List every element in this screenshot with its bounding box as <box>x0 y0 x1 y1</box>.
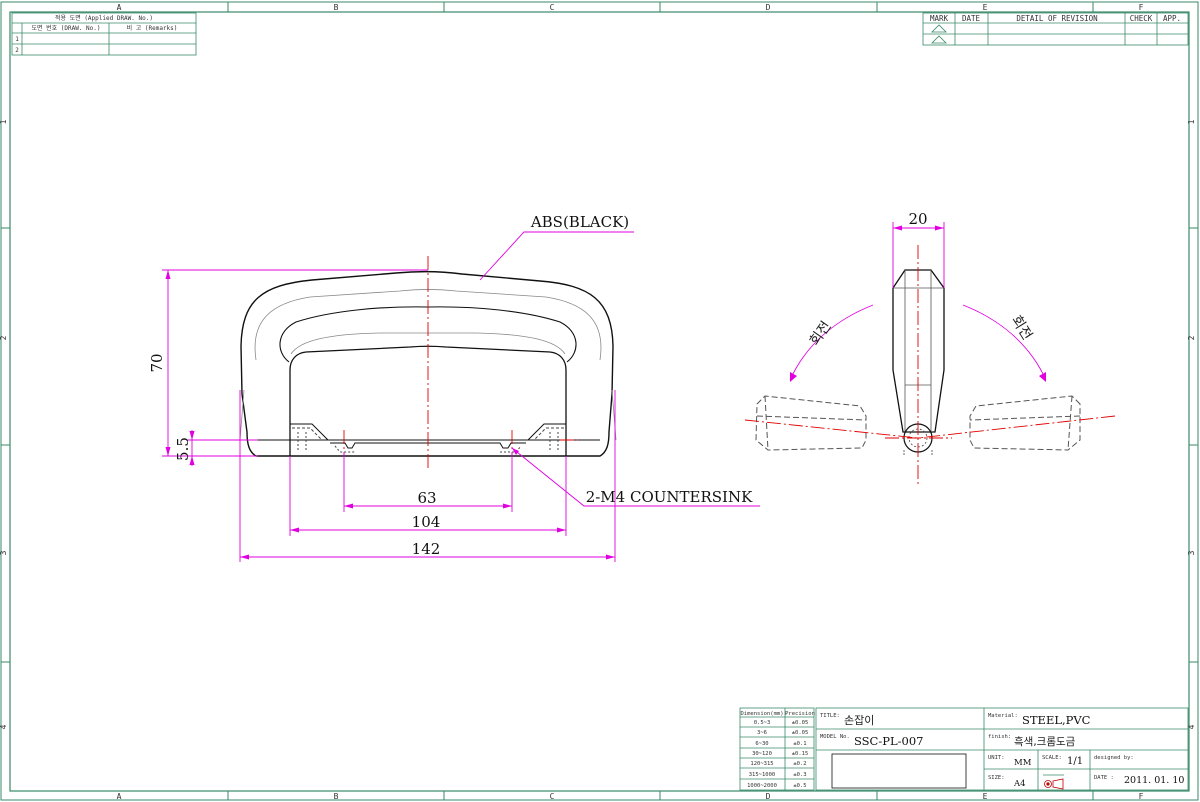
revision-header-app: APP. <box>1163 14 1181 23</box>
tolerance-value-2: ±0.05 <box>792 730 809 736</box>
tolerance-value-5: ±0.2 <box>793 761 806 767</box>
callout-material-abs: ABS(BLACK) <box>530 213 629 231</box>
tolerance-range-1: 0.5~3 <box>754 720 771 726</box>
dim-base-5-5: 5.5 <box>174 437 192 461</box>
title-block: TITLE: MODEL No. Material: finish: UNIT:… <box>815 707 1189 791</box>
tolerance-range-7: 1000~2000 <box>747 783 777 789</box>
scale-value: 1/1 <box>1067 756 1083 767</box>
row-label-3-left: 3 <box>0 550 8 555</box>
revision-table: MARK DATE DETAIL OF REVISION CHECK APP. <box>922 12 1189 46</box>
tolerance-value-3: ±0.1 <box>793 741 806 747</box>
row-label-3-right: 3 <box>1187 550 1196 555</box>
applied-table-col-remarks: 비 고 (Remarks) <box>127 24 178 32</box>
dim-side-width-20: 20 <box>908 210 927 228</box>
date-label: DATE : <box>1094 775 1114 781</box>
title-value: 손잡이 <box>844 714 874 727</box>
col-label-b-bottom: B <box>334 792 339 801</box>
unit-label: UNIT: <box>988 755 1005 761</box>
rotation-arc-left <box>789 304 874 381</box>
tolerance-range-5: 120~315 <box>750 761 773 767</box>
col-label-e-top: E <box>983 3 988 12</box>
revision-header-date: DATE <box>962 14 981 23</box>
finish-label: finish: <box>988 734 1011 740</box>
applied-table-row-2: 2 <box>15 47 19 54</box>
side-view-labels: 20 회전 회전 <box>807 210 1035 349</box>
front-view-dimensions <box>162 231 760 562</box>
callout-countersink: 2-M4 COUNTERSINK <box>586 488 753 506</box>
revision-header-detail: DETAIL OF REVISION <box>1016 14 1097 23</box>
tolerance-range-2: 3~6 <box>757 730 767 736</box>
revision-header-check: CHECK <box>1130 14 1153 23</box>
side-view-arrowheads <box>790 225 1046 382</box>
applied-drawing-table: 적용 도면 (Applied DRAW. No.) 도면 번호 (DRAW. N… <box>11 12 197 56</box>
frame-labels: A B C D E F A B C D E F 1 2 3 4 1 2 3 4 <box>0 3 1196 801</box>
side-view-phantom-left <box>755 395 867 451</box>
row-label-4-left: 4 <box>0 724 8 729</box>
title-label: TITLE: <box>820 713 840 719</box>
tolerance-range-4: 30~120 <box>752 751 772 757</box>
tolerance-value-4: ±0.15 <box>792 751 809 757</box>
col-label-f-bottom: F <box>1139 792 1144 801</box>
col-label-c-top: C <box>550 3 555 12</box>
dim-overall-width-142: 142 <box>412 540 441 558</box>
col-label-a-bottom: A <box>117 792 122 801</box>
callout-rotate-left: 회전 <box>807 319 835 349</box>
side-view-phantom-right <box>969 395 1081 451</box>
dim-height-70: 70 <box>148 353 166 372</box>
model-value: SSC-PL-007 <box>854 734 923 748</box>
row-label-4-right: 4 <box>1187 724 1196 729</box>
row-label-1-left: 1 <box>0 119 8 124</box>
projection-symbol-icon <box>1043 774 1064 790</box>
row-label-2-left: 2 <box>0 335 8 340</box>
col-label-d-bottom: D <box>766 792 771 801</box>
front-view-dimension-labels: 70 5.5 63 104 142 ABS(BLACK) 2-M4 COUNTE… <box>148 213 753 558</box>
rotation-arc-right <box>962 304 1047 381</box>
applied-table-title: 적용 도면 (Applied DRAW. No.) <box>55 14 153 22</box>
col-label-b-top: B <box>334 3 339 12</box>
applied-table-row-1: 1 <box>15 36 19 43</box>
size-value: A4 <box>1013 779 1026 789</box>
finish-value: 흑색,크롬도금 <box>1014 735 1076 748</box>
handle-outer-outline <box>240 270 614 457</box>
tolerance-range-6: 315~1000 <box>749 772 776 778</box>
side-view-outline <box>892 269 945 433</box>
revision-triangle-icon <box>931 24 947 44</box>
col-label-a-top: A <box>117 3 122 12</box>
tolerance-table: Dimension(mm) Precision 0.5~3 ±0.05 3~6 … <box>739 707 815 791</box>
unit-value: MM <box>1014 758 1032 768</box>
side-view-centerlines <box>744 245 1116 485</box>
applied-table-col-number: 도면 번호 (DRAW. No.) <box>31 24 100 32</box>
material-label: Material: <box>988 713 1018 719</box>
col-label-f-top: F <box>1139 3 1144 12</box>
col-label-d-top: D <box>766 3 771 12</box>
scale-label: SCALE: <box>1042 755 1062 761</box>
size-label: SIZE: <box>988 775 1005 781</box>
material-value: STEEL,PVC <box>1022 713 1091 727</box>
dim-inner-width-104: 104 <box>412 513 441 531</box>
date-value: 2011. 01. 10 <box>1124 775 1184 786</box>
col-label-e-bottom: E <box>983 792 988 801</box>
row-label-1-right: 1 <box>1187 119 1196 124</box>
tolerance-value-6: ±0.3 <box>793 772 806 778</box>
tolerance-header-dimension: Dimension(mm) <box>740 711 783 717</box>
model-label: MODEL No. <box>820 734 850 740</box>
col-label-c-bottom: C <box>550 792 555 801</box>
callout-rotate-right: 회전 <box>1008 313 1035 343</box>
revision-header-mark: MARK <box>930 14 949 23</box>
tolerance-value-1: ±0.05 <box>792 720 809 726</box>
tolerance-header-precision: Precision <box>785 711 815 717</box>
tolerance-value-7: ±0.5 <box>793 783 806 789</box>
designed-label: designed by: <box>1094 755 1134 761</box>
front-view-arrowheads <box>165 270 615 560</box>
tolerance-range-3: 6~30 <box>755 741 768 747</box>
dim-hole-pitch-63: 63 <box>417 489 436 507</box>
row-label-2-right: 2 <box>1187 335 1196 340</box>
front-view-centerlines <box>343 256 578 470</box>
